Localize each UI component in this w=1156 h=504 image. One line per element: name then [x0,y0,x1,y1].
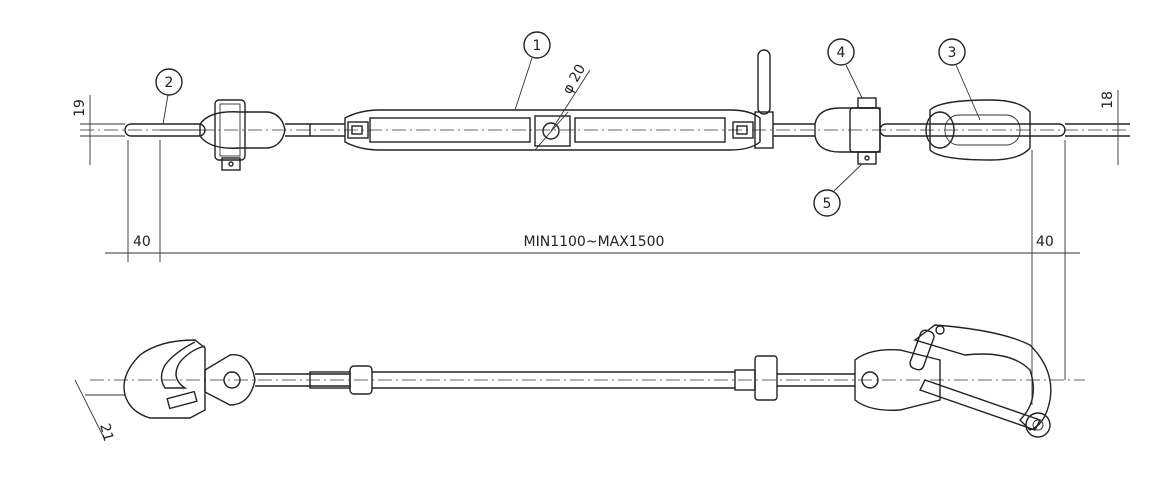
svg-text:MIN1100~MAX1500: MIN1100~MAX1500 [524,234,665,250]
callout-1: 1 [514,31,551,111]
dim-left-height: 19 [72,95,125,165]
side-lock-nut [754,355,778,401]
svg-text:φ 20: φ 20 [560,62,590,97]
top-view [80,49,1130,171]
svg-text:4: 4 [837,45,846,61]
svg-text:2: 2 [165,75,174,91]
right-hook [854,324,1052,438]
part-1-turnbuckle-body [344,109,761,151]
svg-text:19: 19 [72,99,88,117]
callout-4: 4 [827,38,863,99]
callout-5: 5 [813,163,863,217]
part-4-pin-head [857,97,877,109]
part-3-end-link [925,99,1031,161]
right-jaw [814,97,881,165]
part-2-pin [124,123,206,137]
lock-handle [754,49,774,149]
dim-right-offset: 40 [1032,234,1080,254]
svg-text:1: 1 [533,38,542,54]
svg-text:5: 5 [823,196,832,212]
svg-text:21: 21 [96,422,116,443]
dim-left-offset: 40 [105,234,160,254]
dim-right-height: 18 [1100,90,1119,165]
callout-2: 2 [155,68,183,125]
left-jaw [199,99,311,171]
part-5-cotter [857,151,877,165]
left-hook [123,339,256,419]
svg-text:40: 40 [1036,234,1054,250]
side-view: 21 [74,324,1085,443]
svg-text:3: 3 [948,45,957,61]
svg-text:18: 18 [1100,91,1116,109]
svg-text:40: 40 [133,234,151,250]
dim-span: MIN1100~MAX1500 [160,234,1032,254]
callouts: 1 2 3 4 5 [155,31,981,217]
callout-3: 3 [938,38,981,121]
dim-hook-angle: 21 [74,379,125,443]
